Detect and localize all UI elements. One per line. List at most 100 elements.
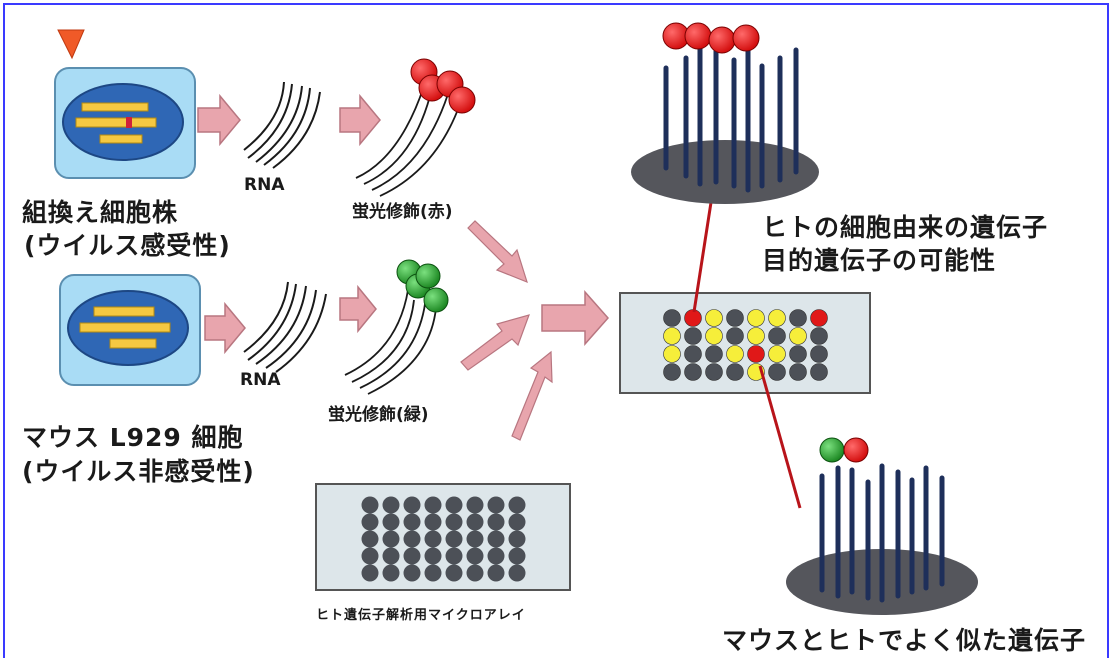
- result-spot-yellow: [726, 345, 744, 363]
- result-spot-gray: [663, 309, 681, 327]
- microarray-spot: [424, 530, 442, 548]
- rna-strands-bottom: [243, 281, 327, 373]
- virus-non-susceptible-label: (ウイルス非感受性): [22, 457, 255, 486]
- microarray-spot: [361, 564, 379, 582]
- microarray-spot: [403, 547, 421, 565]
- rna-label-top: RNA: [244, 175, 285, 195]
- result-spot-yellow: [768, 309, 786, 327]
- arrow-rna1-to-label: [339, 93, 381, 147]
- microarray-spot: [487, 496, 505, 514]
- probe-bead-red: [843, 437, 869, 463]
- result-spot-gray: [726, 309, 744, 327]
- microarray-spot: [445, 513, 463, 531]
- microarray-spot: [424, 564, 442, 582]
- microarray-spot: [466, 530, 484, 548]
- microarray-spot: [445, 564, 463, 582]
- result-spot-yellow: [663, 327, 681, 345]
- probe-bead-red: [732, 24, 760, 52]
- microarray-spot: [403, 564, 421, 582]
- result-spot-yellow: [747, 327, 765, 345]
- virus-susceptible-label: (ウイルス感受性): [24, 231, 231, 260]
- result-spot-yellow: [747, 309, 765, 327]
- result-spot-gray: [768, 327, 786, 345]
- human-origin-gene-label: ヒトの細胞由来の遺伝子: [762, 213, 1049, 242]
- arrow-green-converge: [460, 314, 530, 371]
- microarray-spot: [382, 496, 400, 514]
- arrow-rna2-to-label: [339, 284, 377, 334]
- microarray-spot: [424, 496, 442, 514]
- microarray-spot: [361, 496, 379, 514]
- probe-bead-red: [684, 22, 712, 50]
- microarray-spot: [487, 513, 505, 531]
- result-spot-gray: [684, 345, 702, 363]
- microarray-spot: [382, 564, 400, 582]
- result-spot-gray: [705, 345, 723, 363]
- result-spot-yellow: [768, 345, 786, 363]
- result-spot-yellow: [705, 327, 723, 345]
- candidate-gene-label: 目的遺伝子の可能性: [762, 246, 997, 275]
- microarray-spot: [403, 513, 421, 531]
- microarray-spot: [361, 547, 379, 565]
- hybridized-microarray: [619, 292, 871, 394]
- microarray-spot: [487, 564, 505, 582]
- microarray-spot: [382, 547, 400, 565]
- microarray-spot: [403, 530, 421, 548]
- microarray-spot: [466, 496, 484, 514]
- human-gene-probe-platform: [631, 22, 819, 204]
- result-spot-gray: [726, 363, 744, 381]
- fluor-labeled-rna-green: [344, 259, 449, 395]
- microarray-spot: [466, 513, 484, 531]
- result-spot-gray: [705, 363, 723, 381]
- microarray-spot: [508, 530, 526, 548]
- arrow-cell1-to-rna: [197, 93, 241, 147]
- result-spot-gray: [789, 345, 807, 363]
- rna-label-bottom: RNA: [240, 370, 281, 390]
- fluor-red-label: 蛍光修飾(赤): [352, 202, 453, 222]
- result-spot-yellow: [705, 309, 723, 327]
- result-spot-gray: [768, 363, 786, 381]
- result-spot-red: [810, 309, 828, 327]
- result-spot-gray: [684, 363, 702, 381]
- result-spot-gray: [789, 309, 807, 327]
- result-spot-gray: [810, 345, 828, 363]
- microarray-spot: [403, 496, 421, 514]
- arrow-cell2-to-rna: [204, 301, 246, 355]
- diagram-frame: [3, 3, 1109, 658]
- human-gene-microarray-label: ヒト遺伝子解析用マイクロアレイ: [316, 608, 526, 623]
- probe-bead-red: [708, 26, 736, 54]
- microarray-spot: [508, 547, 526, 565]
- microarray-spot: [508, 513, 526, 531]
- result-spot-gray: [789, 363, 807, 381]
- human-gene-microarray: [315, 483, 571, 591]
- result-spot-yellow: [789, 327, 807, 345]
- result-spot-gray: [810, 327, 828, 345]
- microarray-spot: [445, 547, 463, 565]
- microarray-spot: [424, 513, 442, 531]
- arrow-to-array: [541, 290, 610, 346]
- arrow-red-converge: [467, 220, 528, 284]
- result-spot-red: [684, 309, 702, 327]
- mouse-human-similar-gene-label: マウスとヒトでよく似た遺伝子: [722, 626, 1087, 655]
- microarray-spot: [361, 530, 379, 548]
- similar-gene-probe-platform: [786, 437, 978, 615]
- mouse-l929-cell: [59, 274, 201, 386]
- microarray-spot: [508, 564, 526, 582]
- result-spot-red: [747, 345, 765, 363]
- microarray-spot: [424, 547, 442, 565]
- probe-bead-green: [819, 437, 845, 463]
- connector-to-similar-gene: [758, 365, 802, 509]
- process-arrows: [197, 93, 610, 355]
- microarray-spot: [466, 564, 484, 582]
- fluor-green-label: 蛍光修飾(緑): [328, 405, 429, 425]
- arrow-array-converge: [511, 350, 553, 441]
- result-spot-gray: [810, 363, 828, 381]
- microarray-spot: [508, 496, 526, 514]
- recombinant-cell: [54, 67, 196, 179]
- result-spot-gray: [684, 327, 702, 345]
- mouse-l929-label: マウス L929 細胞: [22, 423, 244, 452]
- microarray-spot: [466, 547, 484, 565]
- microarray-spot: [487, 547, 505, 565]
- microarray-spot: [382, 513, 400, 531]
- fluor-labeled-rna-red: [355, 58, 476, 197]
